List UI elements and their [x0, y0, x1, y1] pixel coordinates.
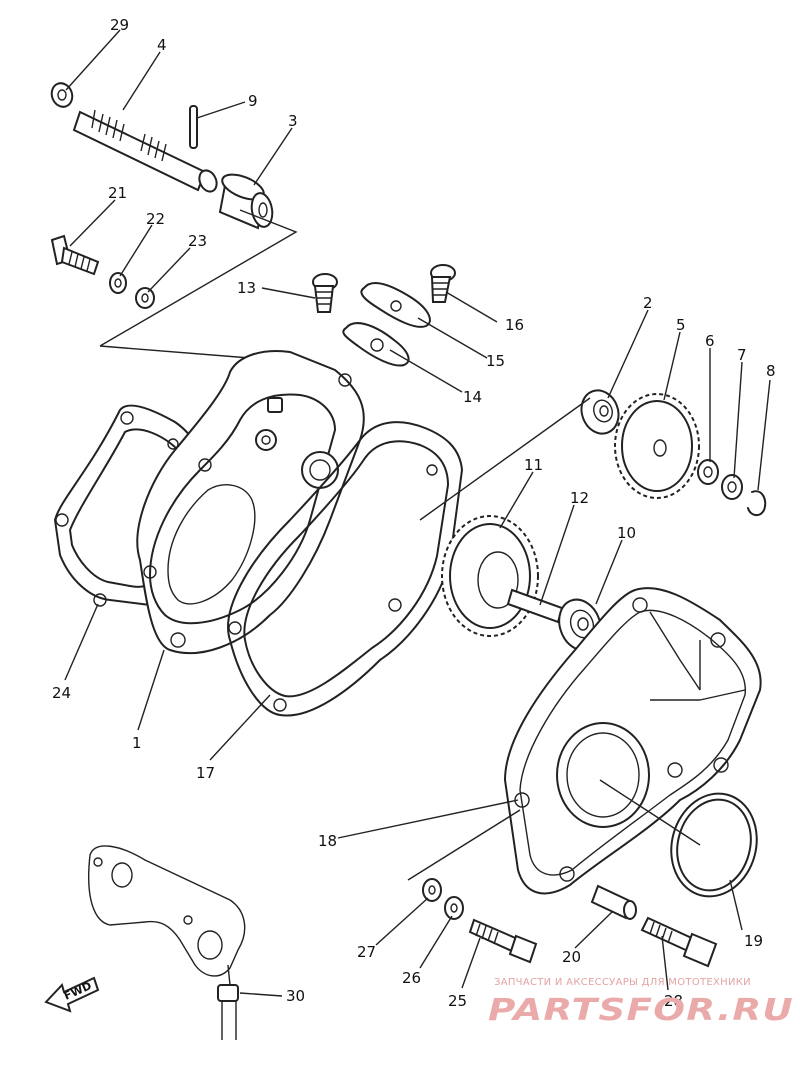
- washer-27: [422, 878, 442, 902]
- gear-axis-line: [419, 397, 591, 521]
- o-ring-19: [670, 792, 758, 898]
- washer-23: [135, 287, 155, 309]
- leader-lines: [64, 29, 771, 997]
- callout-21: 21: [108, 184, 127, 202]
- bearing-2: [580, 389, 620, 435]
- callout-23: 23: [188, 232, 207, 250]
- callout-15: 15: [486, 352, 505, 370]
- circlip-8: [747, 490, 767, 516]
- callout-10: 10: [617, 524, 636, 542]
- bolt-21: [50, 234, 100, 276]
- callout-11: 11: [524, 456, 543, 474]
- bolt-25: [468, 918, 538, 964]
- screw-13: [312, 273, 338, 313]
- dowel-20: [590, 884, 637, 920]
- callout-4: 4: [157, 36, 167, 54]
- washer-7: [721, 474, 743, 500]
- gasket-14: [342, 322, 410, 367]
- washer-26: [444, 896, 464, 920]
- callout-27: 27: [357, 943, 376, 961]
- gear-5: [614, 393, 700, 499]
- gasket-17: [227, 421, 463, 717]
- shaft-12: [506, 588, 564, 624]
- callout-26: 26: [402, 969, 421, 987]
- callout-12: 12: [570, 489, 589, 507]
- forward-arrow-icon: [44, 976, 100, 1013]
- screw-16: [430, 264, 456, 303]
- callout-14: 14: [463, 388, 482, 406]
- callout-1: 1: [132, 734, 142, 752]
- o-ring-axis-line: [599, 779, 701, 846]
- watermark-tagline: ЗАПЧАСТИ И АКСЕССУАРЫ ДЛЯ МОТОТЕХНИКИ: [494, 977, 751, 988]
- washer-6: [697, 459, 719, 485]
- callout-6: 6: [705, 332, 715, 350]
- callout-18: 18: [318, 832, 337, 850]
- gear-11: [441, 515, 539, 637]
- fitting-30: [217, 984, 239, 1040]
- callout-3: 3: [288, 112, 298, 130]
- callout-7: 7: [737, 346, 747, 364]
- callout-2: 2: [643, 294, 653, 312]
- assembly-bracket-top: [99, 209, 298, 347]
- callout-25: 25: [448, 992, 467, 1010]
- shaft-4: [72, 109, 218, 193]
- watermark-brand: PARTSFOR.RU: [488, 993, 794, 1028]
- callout-22: 22: [146, 210, 165, 228]
- callout-30: 30: [286, 987, 305, 1005]
- callout-16: 16: [505, 316, 524, 334]
- assembly-bracket-link: [99, 345, 251, 359]
- collar-3: [218, 173, 274, 230]
- pin-9: [189, 105, 198, 149]
- callout-28: 28: [664, 992, 683, 1010]
- callout-24: 24: [52, 684, 71, 702]
- housing-1: [136, 350, 365, 655]
- callout-5: 5: [676, 316, 686, 334]
- callout-17: 17: [196, 764, 215, 782]
- callout-19: 19: [744, 932, 763, 950]
- cover-18: [503, 587, 762, 895]
- washer-22: [109, 272, 127, 294]
- callout-9: 9: [248, 92, 258, 110]
- bolt-28: [640, 916, 718, 968]
- callout-20: 20: [562, 948, 581, 966]
- callout-13: 13: [237, 279, 256, 297]
- callout-8: 8: [766, 362, 776, 380]
- fastener-bracket: [407, 809, 521, 881]
- callout-29: 29: [110, 16, 129, 34]
- exhaust-flange-inset: [88, 845, 246, 986]
- plate-15: [360, 282, 431, 328]
